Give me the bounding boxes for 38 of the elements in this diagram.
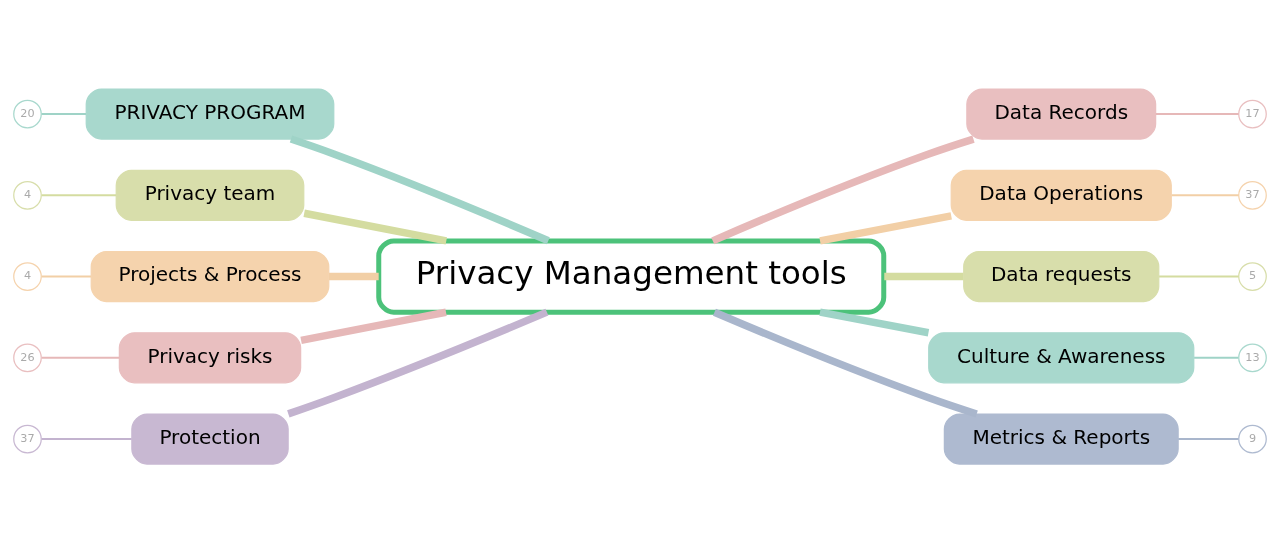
connector — [1177, 437, 1240, 440]
connector — [40, 275, 92, 277]
node-box: Privacy team — [115, 169, 305, 221]
connector — [711, 135, 975, 244]
node-circle: 13 — [1238, 342, 1267, 372]
connector — [289, 135, 550, 244]
connector — [40, 437, 133, 440]
connector — [40, 112, 87, 115]
connector — [303, 209, 448, 245]
node-box: Protection — [131, 412, 289, 465]
node-box: PRIVACY PROGRAM — [85, 87, 335, 140]
node-circle: 37 — [1238, 180, 1267, 210]
connector — [819, 307, 930, 336]
node-circle: 37 — [13, 424, 42, 453]
node-box: Privacy risks — [118, 331, 302, 383]
node-box: Data requests — [963, 250, 1160, 302]
connector — [1154, 112, 1240, 115]
node-circle: 9 — [1238, 424, 1267, 453]
node-circle: 5 — [1238, 261, 1267, 291]
connector — [1170, 193, 1240, 196]
node-circle: 17 — [1238, 99, 1267, 128]
node-circle: 4 — [13, 180, 42, 210]
connector — [300, 308, 447, 344]
node-box: Projects & Process — [90, 250, 330, 302]
node-box: Metrics & Reports — [943, 412, 1179, 465]
node-box: Culture & Awareness — [928, 331, 1195, 383]
connector — [40, 193, 118, 196]
connector — [1193, 356, 1240, 359]
connector — [40, 356, 121, 359]
connector — [1158, 275, 1240, 277]
node-circle: 26 — [13, 342, 42, 372]
node-box: Data Records — [966, 87, 1157, 140]
connector — [287, 308, 549, 417]
node-circle: 4 — [13, 261, 42, 291]
node-circle: 20 — [13, 99, 42, 128]
connector — [819, 211, 952, 245]
node-box: Privacy Management tools — [376, 237, 887, 315]
node-box: Data Operations — [950, 169, 1172, 221]
